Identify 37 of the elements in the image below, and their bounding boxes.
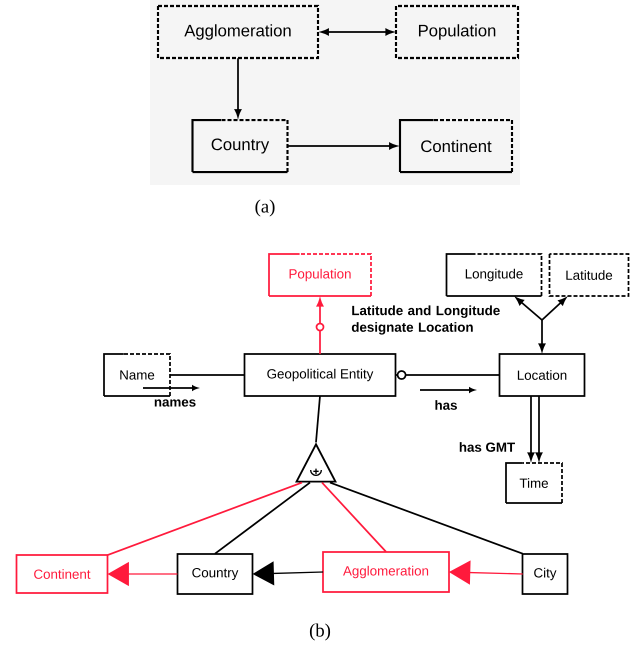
connector	[315, 396, 321, 442]
connector	[107, 482, 302, 556]
entity-box: Country	[191, 118, 289, 174]
entity-box: Continent	[398, 118, 514, 174]
entity-box: Latitude	[548, 253, 630, 297]
entity-box: Population	[394, 4, 520, 60]
entity-box: Country	[176, 553, 254, 595]
connector	[536, 396, 542, 460]
connector	[288, 142, 398, 150]
connector	[320, 28, 394, 36]
connector	[316, 298, 324, 354]
connector	[396, 370, 500, 380]
connector	[170, 374, 244, 376]
connector	[214, 482, 311, 554]
connector	[330, 482, 524, 555]
entity-box: Location	[498, 353, 586, 397]
connector	[321, 482, 387, 552]
entity-box: Longitude	[446, 253, 542, 297]
entity-box: Time	[505, 462, 563, 504]
entity-box: Population	[268, 253, 372, 297]
entity-box: Agglomeration	[156, 4, 320, 60]
connector	[234, 58, 242, 118]
caption: (b)	[310, 624, 330, 640]
entity-box: City	[522, 553, 568, 595]
edge-label: names	[154, 399, 196, 407]
edge-label: has GMT	[460, 442, 515, 452]
connector	[516, 297, 543, 321]
entity-box: Agglomeration	[322, 551, 450, 593]
caption: (a)	[255, 200, 275, 216]
connector	[538, 320, 546, 352]
entity-box: Name	[103, 353, 171, 397]
entity-box: Continent	[16, 554, 108, 594]
edge-label: has	[435, 400, 457, 410]
connector	[541, 298, 566, 321]
entity-box: Geopolitical Entity	[244, 353, 396, 397]
connector	[528, 396, 534, 460]
note-text: Latitude and Longitude designate Location	[352, 305, 500, 335]
